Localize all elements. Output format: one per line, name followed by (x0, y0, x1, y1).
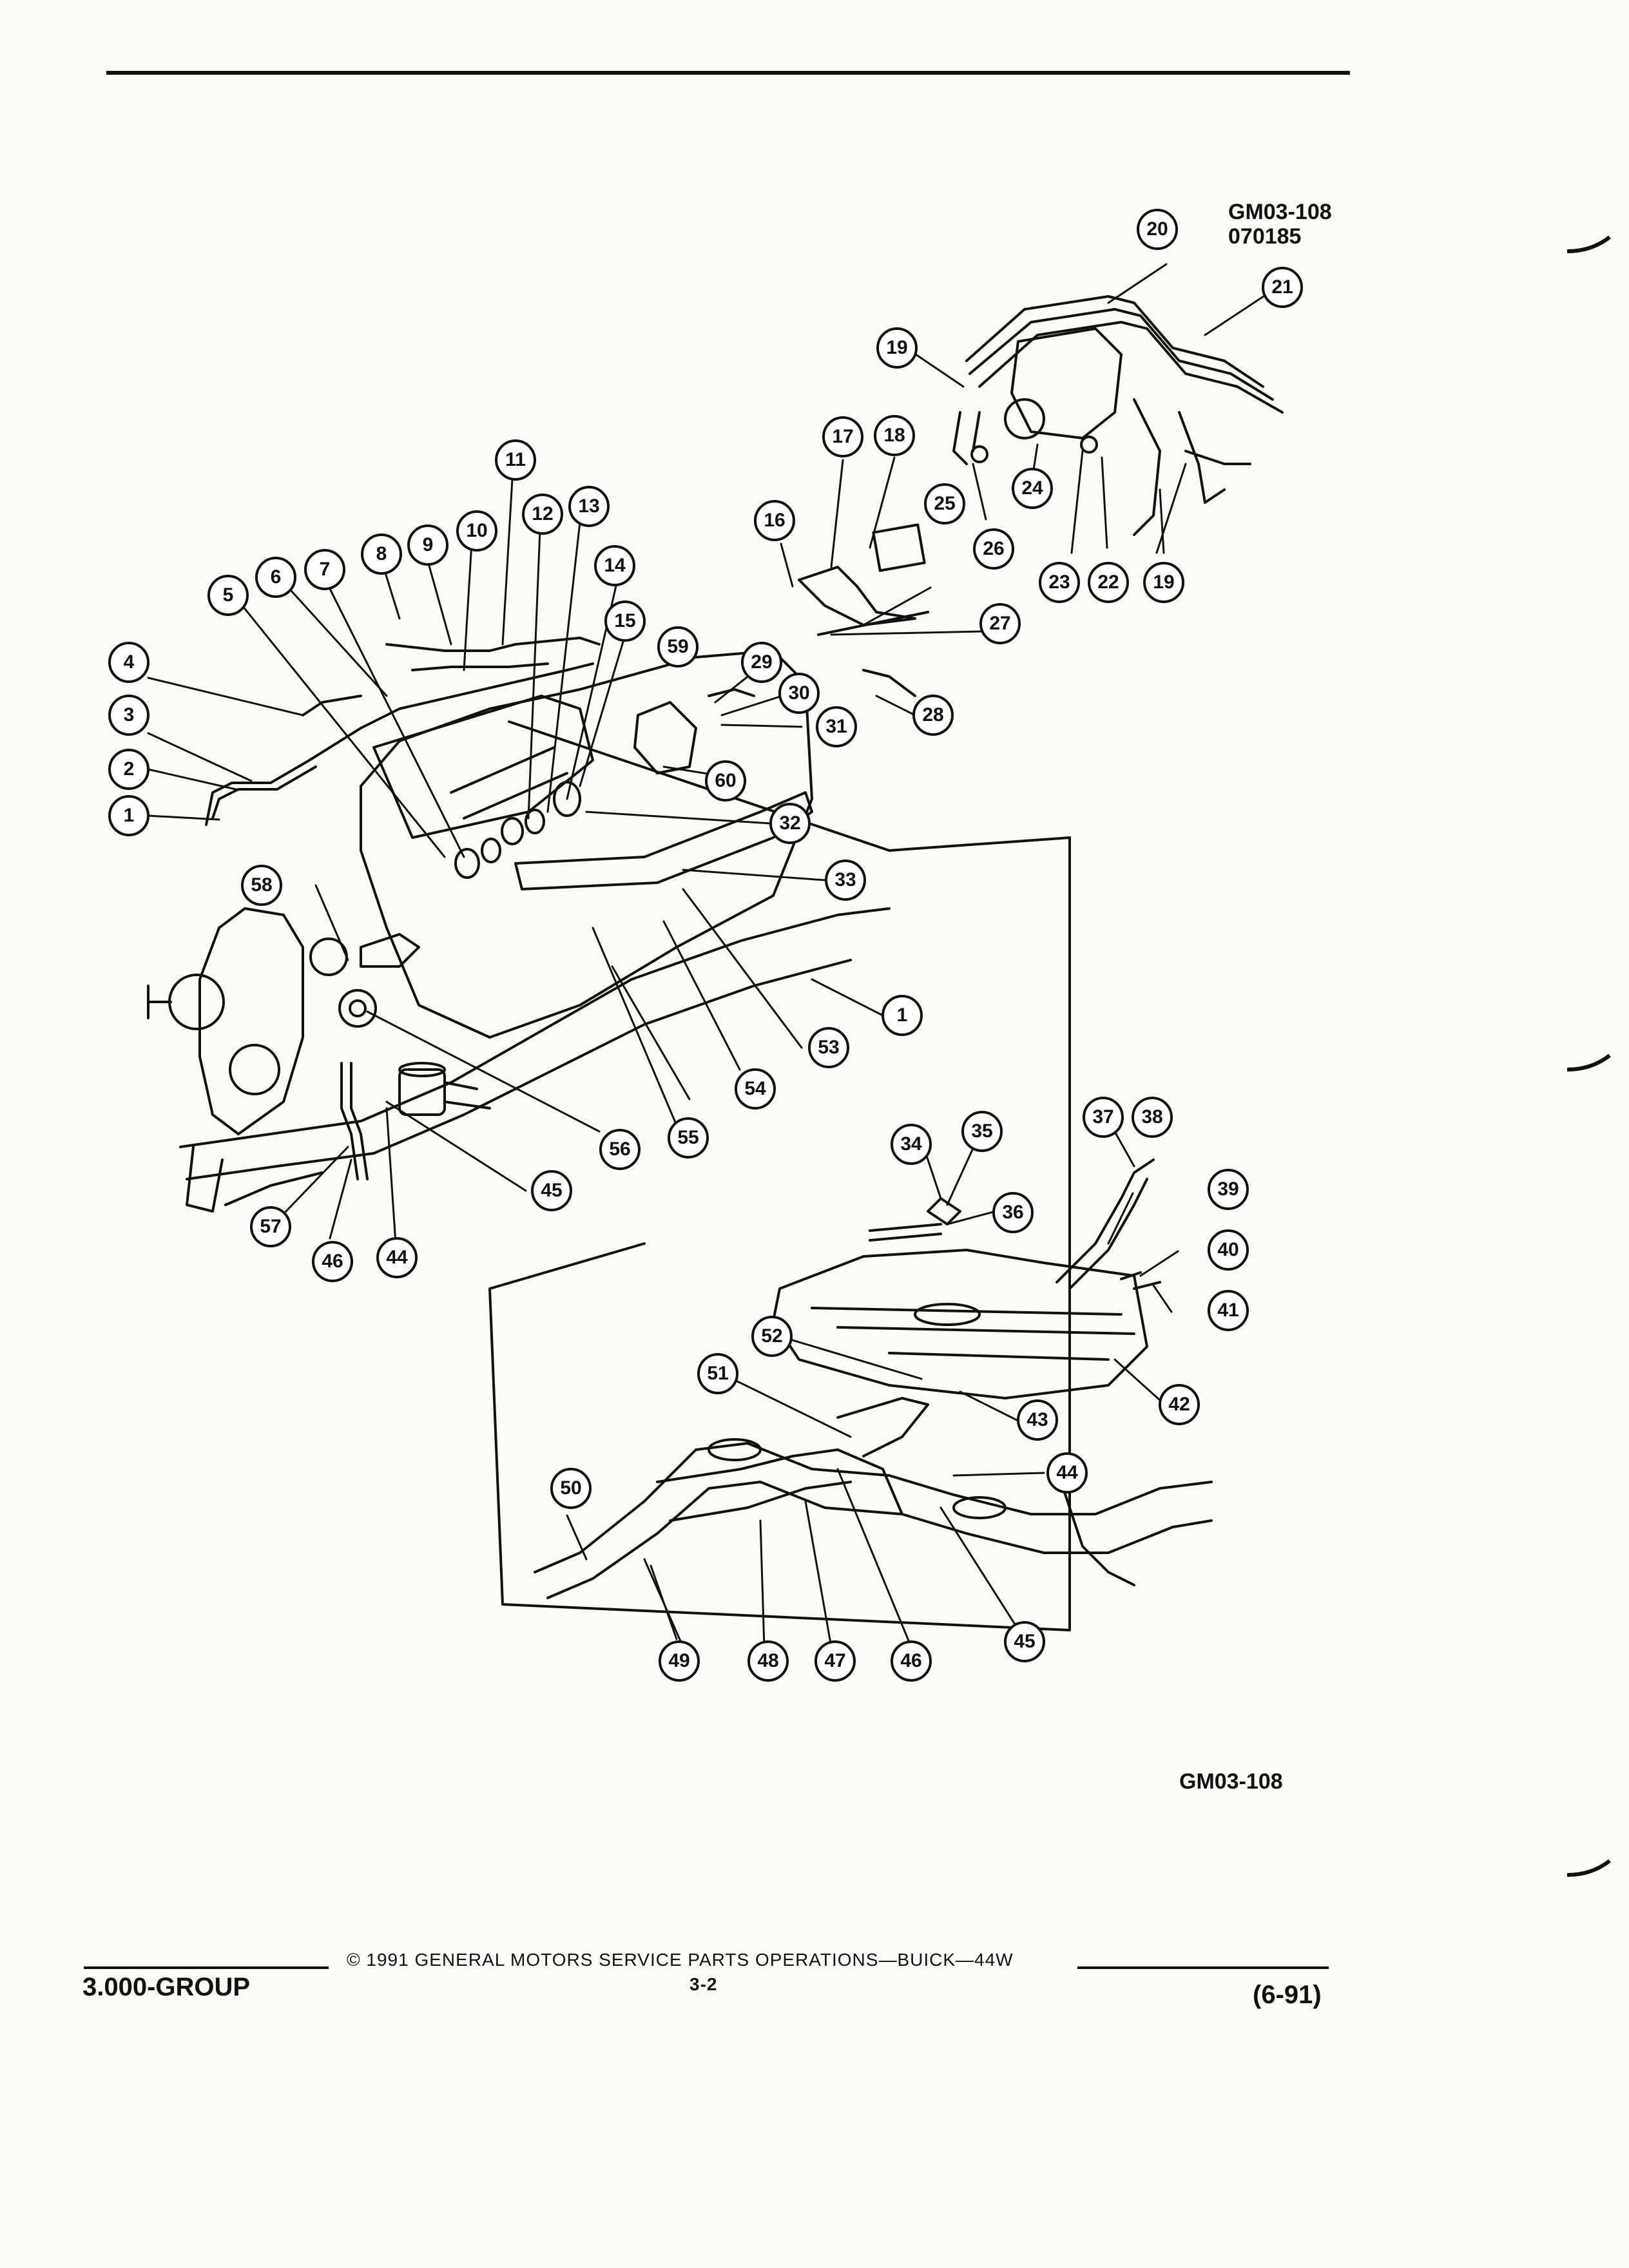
fuel-pipe-1 (205, 662, 594, 826)
callout-56: 56 (599, 1129, 641, 1170)
callout-58: 58 (241, 865, 282, 906)
footer-page-number: 3-2 (689, 1974, 718, 1994)
callout-16: 16 (754, 500, 795, 541)
callout-49: 49 (659, 1640, 700, 1682)
fuel-rail (385, 637, 601, 652)
callout-33: 33 (825, 860, 866, 901)
callout-48: 48 (747, 1640, 789, 1682)
callout-13: 13 (568, 486, 610, 527)
top-rule (106, 71, 1350, 75)
callout-39: 39 (1208, 1169, 1249, 1210)
callout-4: 4 (108, 642, 149, 683)
callout-15: 15 (604, 601, 646, 642)
callout-47: 47 (815, 1640, 856, 1682)
callout-5: 5 (207, 575, 249, 616)
callout-38: 38 (1132, 1097, 1173, 1138)
callout-36: 36 (992, 1192, 1034, 1233)
fuel-pipe-4 (302, 695, 362, 716)
valve-cover-outline (514, 791, 813, 890)
callout-34: 34 (891, 1124, 932, 1165)
callout-60: 60 (705, 760, 746, 802)
callout-20: 20 (1137, 209, 1178, 250)
callout-10: 10 (456, 510, 497, 552)
callout-11: 11 (495, 439, 536, 481)
fuel-pump-body (1010, 327, 1123, 439)
fuel-tank-outline (772, 1249, 1148, 1399)
callout-12: 12 (522, 494, 563, 535)
callout-51: 51 (697, 1353, 738, 1394)
callout-40: 40 (1208, 1229, 1249, 1271)
callout-2: 2 (108, 749, 149, 790)
callout-3: 3 (108, 695, 149, 736)
callout-57: 57 (250, 1206, 291, 1247)
callout-31: 31 (816, 706, 857, 747)
callout-17: 17 (822, 416, 863, 457)
figure-code-bottom: GM03-108 (1179, 1769, 1283, 1794)
callout-21: 21 (1262, 267, 1303, 308)
callout-29: 29 (741, 642, 782, 683)
callout-50: 50 (550, 1468, 592, 1509)
callout-52: 52 (751, 1316, 793, 1357)
intake-manifold-outline (372, 695, 594, 839)
callout-32: 32 (769, 803, 811, 844)
figure-date-top: 070185 (1228, 224, 1302, 249)
filler-hose (1055, 1158, 1155, 1283)
callout-1-rear: 1 (882, 995, 923, 1036)
callout-6: 6 (255, 557, 296, 598)
callout-24: 24 (1012, 468, 1053, 509)
callout-42: 42 (1159, 1384, 1200, 1425)
callout-22: 22 (1088, 562, 1129, 603)
callout-44-front: 44 (376, 1237, 418, 1278)
callout-26: 26 (973, 528, 1014, 570)
frame-rail-left (179, 907, 891, 1148)
callout-35: 35 (961, 1111, 1003, 1152)
rear-frame-rail (534, 1442, 1213, 1573)
binding-mark-2 (1566, 1053, 1611, 1072)
footer-rule-right (1077, 1966, 1329, 1969)
callout-14: 14 (594, 545, 635, 586)
footer-date: (6-91) (1253, 1981, 1322, 2009)
callout-55: 55 (668, 1117, 709, 1158)
callout-59: 59 (657, 626, 699, 668)
callout-frame (488, 720, 1071, 1631)
callout-9: 9 (407, 524, 448, 566)
footer-copyright: © 1991 GENERAL MOTORS SERVICE PARTS OPER… (347, 1950, 1014, 1970)
pump-bracket (798, 566, 916, 626)
callout-44-rear: 44 (1046, 1452, 1088, 1494)
callout-25: 25 (924, 483, 965, 524)
fuel-line-bundle (965, 295, 1264, 388)
footer-group: 3.000-GROUP (82, 1973, 251, 2001)
footer-rule-left (84, 1966, 329, 1969)
callout-54: 54 (735, 1068, 776, 1110)
callout-45-front: 45 (531, 1170, 572, 1211)
binding-mark-1 (1566, 235, 1611, 253)
callout-19-lower: 19 (1143, 562, 1184, 603)
callout-37: 37 (1083, 1097, 1124, 1138)
figure-code-top: GM03-108 (1228, 200, 1332, 224)
callout-53: 53 (808, 1027, 849, 1068)
callout-8: 8 (361, 533, 402, 575)
callout-18: 18 (874, 415, 915, 456)
callout-46-front: 46 (312, 1241, 353, 1282)
callout-43: 43 (1017, 1399, 1058, 1441)
callout-27: 27 (979, 603, 1021, 644)
callout-19-upper: 19 (876, 327, 918, 369)
callout-7: 7 (304, 549, 345, 590)
callout-28: 28 (912, 695, 954, 736)
callout-1: 1 (108, 795, 149, 836)
callout-23: 23 (1039, 562, 1080, 603)
binding-mark-3 (1566, 1859, 1611, 1877)
callout-30: 30 (778, 673, 820, 714)
callout-41: 41 (1208, 1290, 1249, 1331)
callout-45-rear: 45 (1004, 1621, 1045, 1662)
timing-cover-outline (198, 907, 304, 1135)
callout-46-rear: 46 (891, 1640, 932, 1682)
